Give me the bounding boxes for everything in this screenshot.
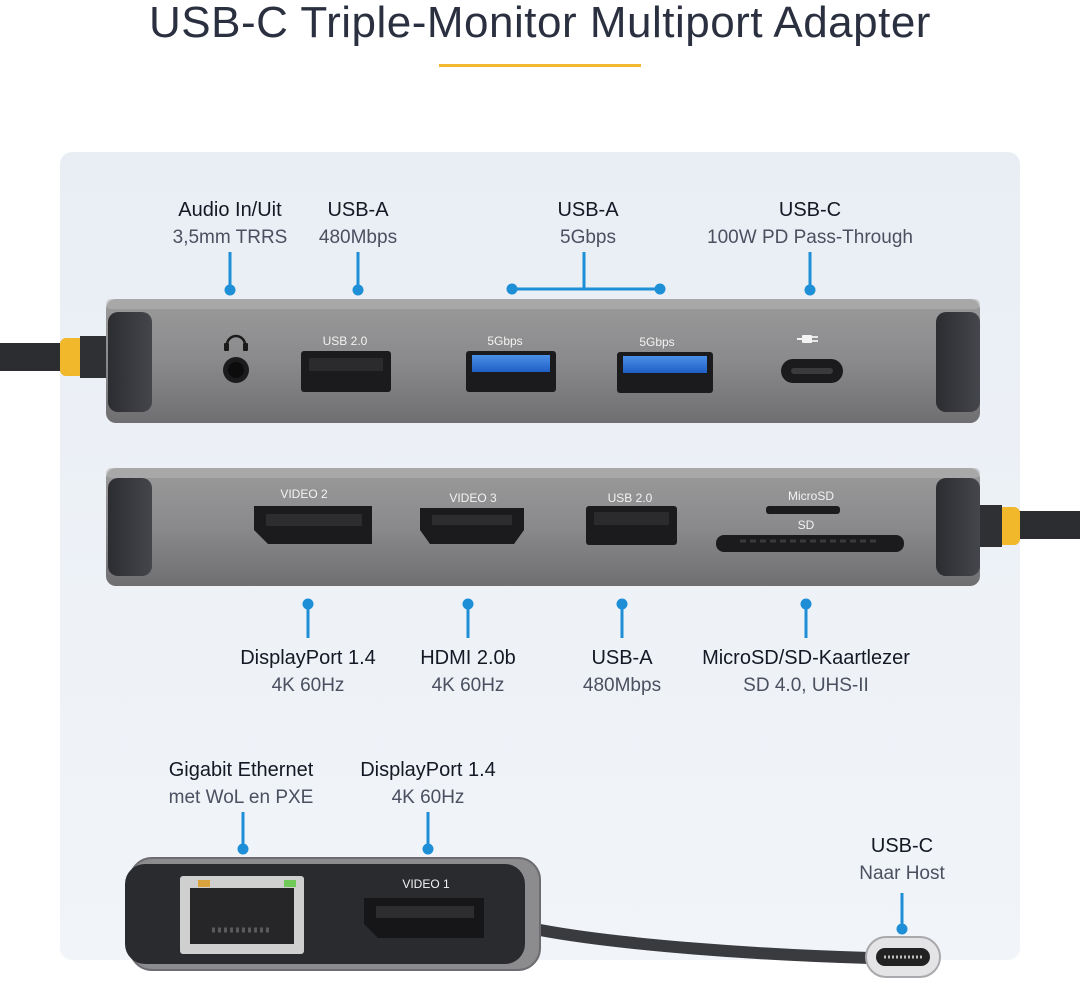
- label-title: Gigabit Ethernet: [168, 759, 314, 781]
- bottom-adapter: VIDEO 1: [125, 857, 941, 978]
- usb20-top-marking: USB 2.0: [323, 334, 368, 348]
- label-title: HDMI 2.0b: [420, 647, 516, 669]
- top-cable: [0, 343, 70, 371]
- microsd-slot: [766, 506, 840, 514]
- headphone-icon: [224, 334, 248, 351]
- label-usb-c-pd: USB-C 100W PD Pass-Through: [690, 196, 930, 252]
- label-sub: 100W PD Pass-Through: [707, 227, 913, 248]
- middle-adapter: VIDEO 2 VIDEO 3 USB 2.0 MicroSD SD: [106, 468, 1080, 586]
- host-cable: [538, 924, 871, 964]
- video1-marking: VIDEO 1: [402, 877, 450, 891]
- label-title: MicroSD/SD-Kaartlezer: [702, 647, 910, 669]
- callout-lines: [224, 252, 908, 935]
- label-usb-a-480-top: USB-A 480Mbps: [238, 196, 478, 252]
- gbps-marking-2: 5Gbps: [639, 335, 674, 349]
- label-title: DisplayPort 1.4: [360, 759, 496, 781]
- label-usb-a-480-mid: USB-A 480Mbps: [502, 644, 742, 700]
- microsd-marking: MicroSD: [788, 489, 834, 503]
- label-title: USB-A: [591, 647, 653, 669]
- sd-slot: [716, 535, 904, 552]
- top-adapter: USB 2.0 5Gbps 5Gbps: [0, 299, 980, 423]
- top-cable-strain-relief: [60, 338, 86, 376]
- usb-a-480-port-mid: [586, 506, 677, 545]
- label-sub: 3,5mm TRRS: [172, 227, 288, 248]
- label-usb-c-host: USB-C Naar Host: [782, 832, 1022, 888]
- label-displayport-video1: DisplayPort 1.4 4K 60Hz: [308, 756, 548, 812]
- label-title: USB-A: [327, 199, 389, 221]
- label-title: Audio In/Uit: [178, 199, 282, 221]
- label-audio: Audio In/Uit 3,5mm TRRS: [110, 196, 350, 252]
- label-sub: met WoL en PXE: [168, 787, 314, 808]
- title-underline: [439, 64, 641, 67]
- label-sub: 5Gbps: [560, 227, 616, 248]
- gbps-marking-1: 5Gbps: [487, 334, 522, 348]
- page-title: USB-C Triple-Monitor Multiport Adapter: [149, 0, 931, 47]
- label-sub: SD 4.0, UHS-II: [743, 675, 869, 696]
- label-displayport-video2: DisplayPort 1.4 4K 60Hz: [188, 644, 428, 700]
- label-title: USB-C: [778, 199, 842, 221]
- label-ethernet: Gigabit Ethernet met WoL en PXE: [121, 756, 361, 812]
- middle-cable: [1010, 511, 1080, 539]
- usb-a-480-port-top: [301, 351, 391, 392]
- label-title: DisplayPort 1.4: [240, 647, 376, 669]
- hdmi-video3-port: [420, 508, 524, 544]
- label-sub: 4K 60Hz: [391, 787, 465, 808]
- label-sd-reader: MicroSD/SD-Kaartlezer SD 4.0, UHS-II: [686, 644, 926, 700]
- label-hdmi: HDMI 2.0b 4K 60Hz: [348, 644, 588, 700]
- label-sub: 480Mbps: [318, 227, 398, 248]
- label-sub: 4K 60Hz: [271, 675, 345, 696]
- label-sub: 4K 60Hz: [431, 675, 505, 696]
- label-usb-a-5gbps: USB-A 5Gbps: [468, 196, 708, 252]
- label-sub: 480Mbps: [582, 675, 662, 696]
- label-title: USB-A: [557, 199, 619, 221]
- usb-c-power-icon: [797, 335, 818, 343]
- video3-marking: VIDEO 3: [449, 491, 497, 505]
- label-title: USB-C: [870, 835, 934, 857]
- sd-marking: SD: [798, 518, 815, 532]
- usb20-mid-marking: USB 2.0: [608, 491, 653, 505]
- video2-marking: VIDEO 2: [280, 487, 328, 501]
- label-sub: Naar Host: [859, 863, 945, 884]
